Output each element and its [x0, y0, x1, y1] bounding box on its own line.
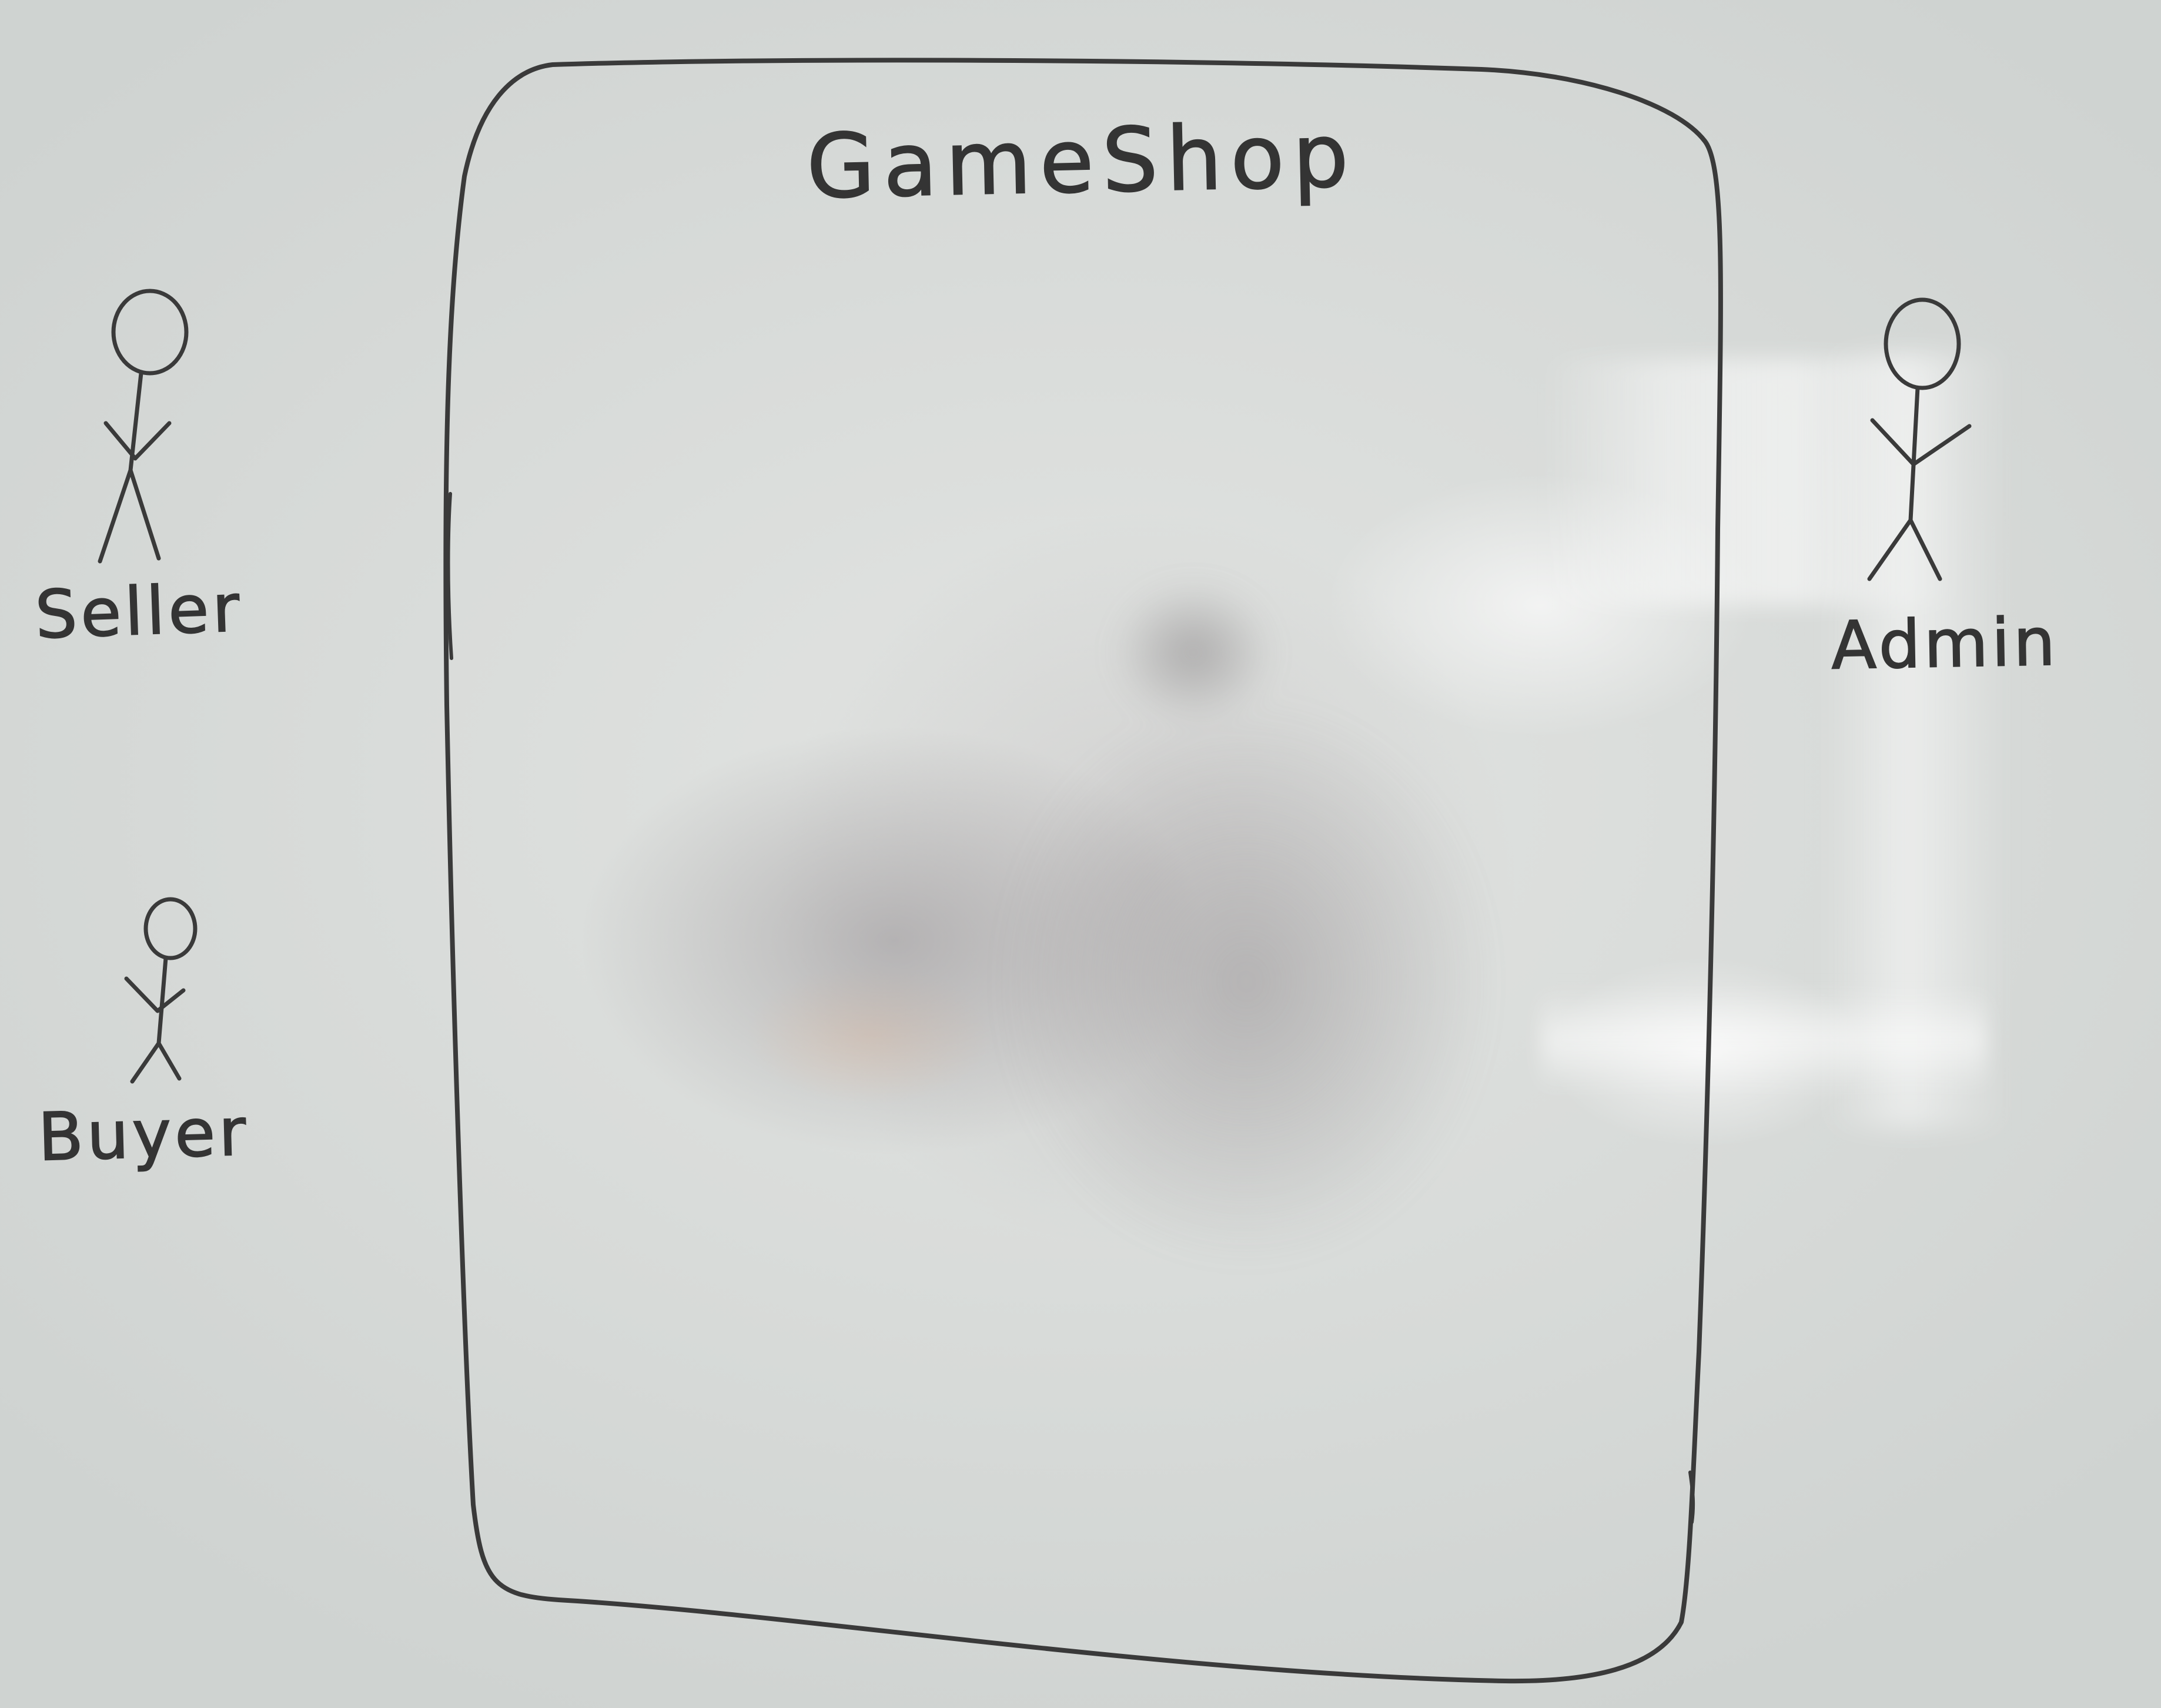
actor-buyer-body [124, 956, 186, 1084]
actor-buyer-figure [124, 897, 198, 1084]
actor-admin-head [1884, 297, 1961, 390]
actor-seller-body [98, 371, 172, 564]
boundary-stroke-overlap [446, 492, 453, 660]
actor-admin-label: Admin [1830, 604, 2060, 685]
actor-buyer-head [143, 897, 198, 960]
actor-seller-head [111, 289, 189, 376]
system-boundary [443, 58, 1723, 1684]
boundary-stroke-overlap [1688, 1471, 1695, 1524]
system-title: GameShop [805, 104, 1358, 219]
actor-admin-body [1867, 386, 1972, 581]
actor-seller-label: Seller [34, 570, 245, 654]
actor-seller-figure [98, 289, 189, 564]
actor-admin-figure [1867, 297, 1972, 581]
actor-buyer-label: Buyer [36, 1093, 250, 1176]
